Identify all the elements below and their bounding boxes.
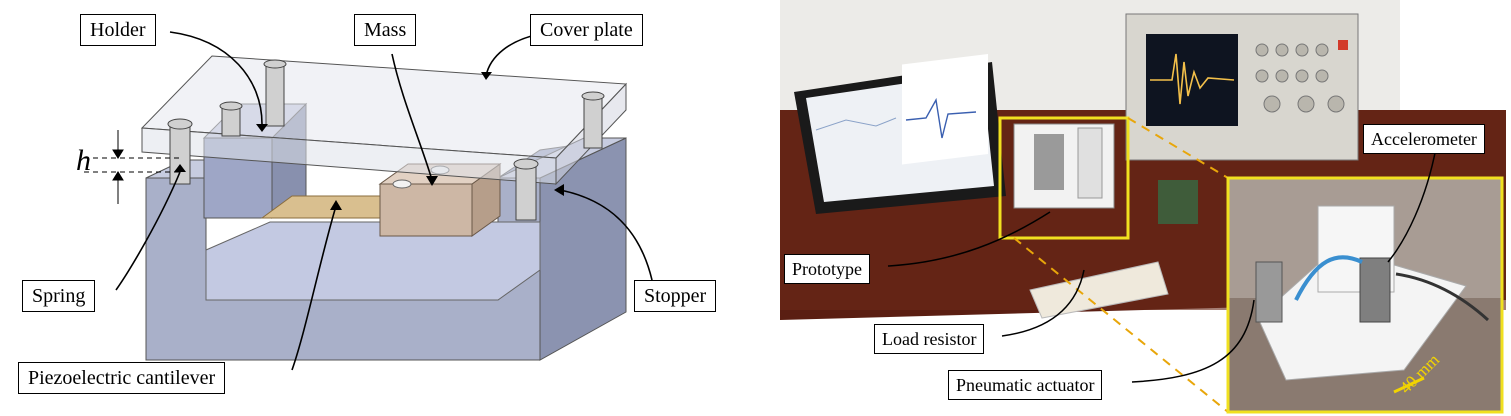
- leader-mass: [391, 53, 433, 181]
- label-spring: Spring: [22, 280, 96, 312]
- experiment-photo-panel: Accelerometer Prototype Load resistor Pn…: [776, 0, 1511, 416]
- leader-holder: [169, 31, 263, 125]
- tablet-signal-trace: [905, 97, 977, 139]
- leader-prototype: [887, 211, 1051, 267]
- label-holder: Holder: [80, 14, 156, 46]
- oscilloscope: [1125, 13, 1359, 161]
- spring-screws: [167, 59, 605, 221]
- label-piezoelectric-cantilever: Piezoelectric cantilever: [18, 362, 226, 394]
- label-stopper: Stopper: [634, 280, 717, 312]
- screw-back-mid: [263, 59, 287, 127]
- prototype-device: [1013, 123, 1115, 209]
- label-accelerometer: Accelerometer: [1363, 124, 1485, 154]
- leader-pneumatic-actuator: [1131, 299, 1255, 383]
- tablet-device: [794, 53, 1006, 214]
- label-cover-plate: Cover plate: [530, 14, 643, 46]
- schematic-panel: Holder Mass Cover plate Spring Stopper P…: [18, 14, 717, 394]
- screw-front-left: [167, 118, 193, 185]
- leader-stopper: [559, 189, 653, 281]
- label-mass: Mass: [354, 14, 417, 46]
- leader-cantilever: [291, 205, 337, 371]
- inset-frame: [1226, 176, 1504, 414]
- gap-dimension: [84, 130, 180, 204]
- oscilloscope-waveform: [1150, 53, 1235, 105]
- leader-spring: [115, 171, 181, 291]
- oscilloscope-knobs: [1255, 43, 1345, 113]
- zoom-connector-lines: [1013, 117, 1229, 413]
- leader-accelerometer: [1387, 147, 1437, 263]
- label-load-resistor: Load resistor: [874, 324, 985, 354]
- label-pneumatic-actuator: Pneumatic actuator: [948, 370, 1103, 400]
- screw-front-right: [513, 158, 539, 221]
- inset-zoom: [1228, 178, 1502, 412]
- screw-back-left: [219, 101, 243, 137]
- circuit-board: [1158, 180, 1198, 224]
- label-gap-h: h: [76, 144, 91, 177]
- breadboard: [1029, 261, 1169, 319]
- photo-leader-lines: [887, 147, 1437, 383]
- prototype-highlight-box: [998, 116, 1130, 240]
- leader-load-resistor: [1001, 269, 1085, 337]
- screw-back-right: [581, 91, 605, 149]
- label-prototype: Prototype: [784, 254, 870, 284]
- leader-arrowheads: [174, 72, 564, 210]
- scale-bar: [1393, 376, 1425, 394]
- schematic-drawing: [84, 31, 653, 371]
